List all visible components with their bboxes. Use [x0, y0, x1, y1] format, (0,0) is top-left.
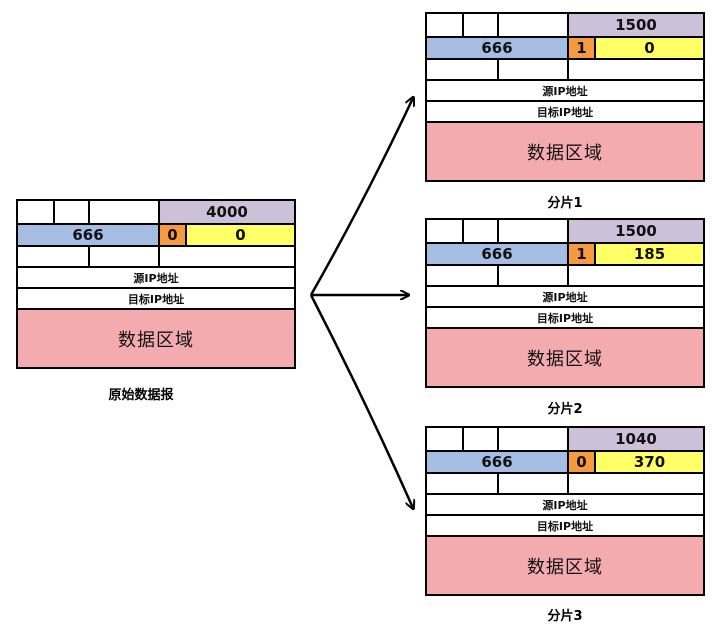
- total-length-field: 1500: [567, 220, 703, 242]
- header-field-blank: [88, 247, 158, 266]
- fragment-2: 1500 666 1 185 源IP地址 目标IP地址 数据区域: [425, 218, 705, 388]
- total-length-field: 1500: [567, 14, 703, 36]
- fragment-offset-field: 0: [594, 38, 703, 58]
- header-field-blank: [567, 60, 703, 79]
- total-length-field: 1040: [567, 428, 703, 450]
- fragment-1-caption: 分片1: [547, 196, 583, 211]
- fragment-offset-field: 185: [594, 244, 703, 264]
- identification-field: 666: [427, 38, 567, 58]
- fragment-1: 1500 666 1 0 源IP地址 目标IP地址 数据区域: [425, 12, 705, 182]
- header-field-blank: [462, 428, 497, 450]
- fragment-3-caption: 分片3: [547, 609, 583, 624]
- total-length-field: 4000: [158, 201, 294, 223]
- header-field-blank: [427, 266, 497, 285]
- arrow-to-fragment-3: [309, 294, 413, 508]
- header-field-blank: [497, 474, 567, 493]
- header-field-blank: [497, 14, 567, 36]
- destination-ip-field: 目标IP地址: [536, 311, 594, 325]
- destination-ip-field: 目标IP地址: [536, 105, 594, 119]
- original-datagram: 4000 666 0 0 源IP地址 目标IP地址 数据区域: [16, 199, 296, 369]
- source-ip-field: 源IP地址: [542, 290, 588, 304]
- destination-ip-field: 目标IP地址: [127, 292, 185, 306]
- header-field-blank: [497, 428, 567, 450]
- arrow-to-fragment-1: [309, 98, 413, 296]
- header-field-blank: [427, 474, 497, 493]
- header-field-blank: [497, 266, 567, 285]
- fragment-2-caption: 分片2: [547, 402, 583, 417]
- fragment-offset-field: 370: [594, 452, 703, 472]
- header-field-blank: [427, 220, 462, 242]
- data-area: 数据区域: [427, 329, 703, 386]
- header-field-blank: [497, 220, 567, 242]
- mf-flag-field: 1: [567, 38, 594, 58]
- header-field-blank: [567, 266, 703, 285]
- original-datagram-caption: 原始数据报: [108, 388, 174, 403]
- header-field-blank: [462, 14, 497, 36]
- data-area: 数据区域: [427, 123, 703, 180]
- data-area: 数据区域: [18, 310, 294, 367]
- destination-ip-field: 目标IP地址: [536, 519, 594, 533]
- identification-field: 666: [427, 452, 567, 472]
- data-area: 数据区域: [427, 537, 703, 594]
- header-field-blank: [53, 201, 88, 223]
- mf-flag-field: 1: [567, 244, 594, 264]
- header-field-blank: [18, 247, 88, 266]
- header-field-blank: [427, 14, 462, 36]
- header-field-blank: [158, 247, 294, 266]
- mf-flag-field: 0: [567, 452, 594, 472]
- header-field-blank: [18, 201, 53, 223]
- header-field-blank: [427, 428, 462, 450]
- fragment-3: 1040 666 0 370 源IP地址 目标IP地址 数据区域: [425, 426, 705, 596]
- source-ip-field: 源IP地址: [133, 271, 179, 285]
- source-ip-field: 源IP地址: [542, 84, 588, 98]
- header-field-blank: [427, 60, 497, 79]
- header-field-blank: [88, 201, 158, 223]
- mf-flag-field: 0: [158, 225, 185, 245]
- identification-field: 666: [18, 225, 158, 245]
- source-ip-field: 源IP地址: [542, 498, 588, 512]
- identification-field: 666: [427, 244, 567, 264]
- header-field-blank: [497, 60, 567, 79]
- header-field-blank: [567, 474, 703, 493]
- header-field-blank: [462, 220, 497, 242]
- fragment-offset-field: 0: [185, 225, 294, 245]
